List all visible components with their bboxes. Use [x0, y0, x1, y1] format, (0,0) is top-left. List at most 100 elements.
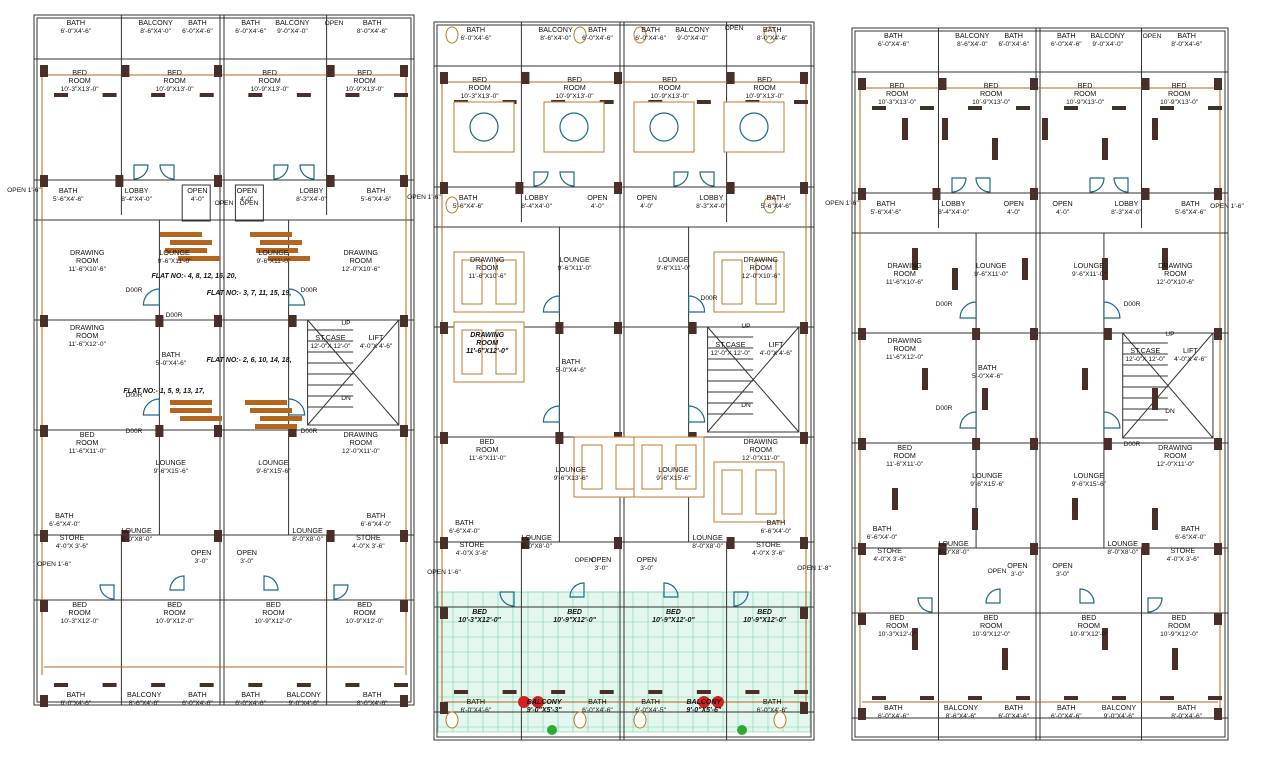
window-mark	[345, 93, 360, 97]
room-name-line: BED	[757, 75, 772, 84]
room-name: STORE	[1171, 546, 1196, 555]
room-name: BATH	[466, 25, 485, 34]
room-dimension: 6'-0"X4'-6"	[460, 707, 491, 714]
window-mark	[151, 683, 166, 687]
room-name: LOUNGE	[292, 526, 323, 535]
hatch-brick	[245, 400, 287, 405]
window-mark	[1160, 106, 1174, 110]
column	[800, 702, 808, 714]
window-mark	[794, 100, 808, 104]
room-name: ST.CASE	[715, 340, 745, 349]
staircase	[1122, 332, 1214, 439]
room-name: BATH	[363, 690, 382, 699]
annotation-tag: OPEN 1'-6"	[427, 569, 461, 576]
room-name: STORE	[756, 540, 781, 549]
window-mark	[1016, 696, 1030, 700]
annotation-tag: OPEN	[1143, 33, 1162, 40]
bed-furniture	[723, 101, 785, 153]
staircase	[307, 319, 400, 426]
annotation-tag: D00R	[126, 428, 143, 435]
room-dimension: 4'-0"	[1007, 209, 1021, 216]
room-dimension: 4'-0"X 3'-6"	[752, 550, 785, 557]
hatch-brick	[255, 424, 297, 429]
door-swing	[688, 405, 706, 423]
room-name: BATH	[161, 350, 180, 359]
annotation-tag: D00R	[1124, 441, 1141, 448]
room-name: BALCONY	[686, 699, 722, 706]
annotation-tag: D00R	[126, 287, 143, 294]
room-name: LOUNGE	[556, 465, 587, 474]
flower-pot	[698, 696, 710, 708]
column	[1030, 438, 1038, 450]
flower-pot	[532, 696, 544, 708]
column	[614, 72, 622, 84]
column	[214, 530, 222, 542]
column	[858, 543, 866, 555]
room-name: LOUNGE	[938, 539, 969, 548]
room-name: BALCONY	[1102, 703, 1137, 712]
room-name: BATH	[55, 511, 74, 520]
room-dimension: 11'-6"X11'-0"	[886, 461, 924, 468]
room-name: BALCONY	[527, 699, 563, 706]
room-dimension: 3'-0"	[195, 558, 209, 565]
window-mark	[1112, 106, 1126, 110]
room-dimension: 4'-0"	[640, 203, 654, 210]
room-name-line: ROOM	[76, 331, 98, 340]
flat-number-label: FLAT NO:- 1, 5, 9, 13, 17,	[123, 388, 204, 395]
room-dimension: 10'-9"X12'-0"	[553, 617, 596, 624]
sofa-cushion	[721, 469, 743, 515]
window-mark	[1064, 696, 1078, 700]
room-name: LOUNGE	[1074, 471, 1105, 480]
room-dimension: 6'-0"X4'-6"	[460, 35, 491, 42]
room-dimension: 12'-0"X10'-6"	[742, 273, 781, 280]
room-dimension: 9'-6"X11'-0"	[1072, 271, 1106, 278]
room-name: BATH	[459, 193, 478, 202]
window-mark	[599, 100, 614, 104]
room-name-line: ROOM	[753, 83, 775, 92]
room-dimension: 8'-0"X4'-6"	[1171, 41, 1202, 48]
room-name-line: BED	[472, 75, 487, 84]
hatch-brick	[250, 232, 292, 237]
room-dimension: 6'-6"X4'-0"	[867, 534, 898, 541]
window-mark	[1112, 696, 1126, 700]
column	[555, 322, 564, 334]
stair-diagonal	[1122, 332, 1214, 439]
room-dimension: 8'-0"X8'-0"	[292, 536, 323, 543]
room-dimension: 11'-6"X12'-0"	[886, 354, 924, 361]
sofa-cushion	[461, 259, 483, 305]
window-mark	[745, 690, 760, 694]
window-mark	[296, 683, 311, 687]
room-dimension: 3'-0"	[595, 565, 609, 572]
room-name-line: ROOM	[353, 608, 375, 617]
column	[1214, 438, 1222, 450]
annotation-tag: D00R	[126, 392, 143, 399]
column	[40, 65, 48, 77]
bed-furniture	[633, 101, 695, 153]
room-dimension: 9'-0"X4'-0"	[677, 35, 708, 42]
room-dimension: 10'-9"X12'-0"	[743, 617, 786, 624]
window-mark	[1160, 696, 1174, 700]
wall-block	[952, 268, 958, 290]
column	[440, 182, 448, 194]
door-swing	[263, 575, 279, 591]
column	[800, 72, 808, 84]
rug-medallion	[469, 112, 499, 142]
door-swing	[542, 405, 560, 423]
room-dimension: 9'-6"X15'-6"	[970, 481, 1005, 488]
room-name: BATH	[367, 511, 386, 520]
room-name: LIFT	[369, 333, 384, 342]
hatch-brick	[160, 232, 202, 237]
wall-block	[992, 138, 998, 160]
room-name: LOUNGE	[559, 255, 590, 264]
